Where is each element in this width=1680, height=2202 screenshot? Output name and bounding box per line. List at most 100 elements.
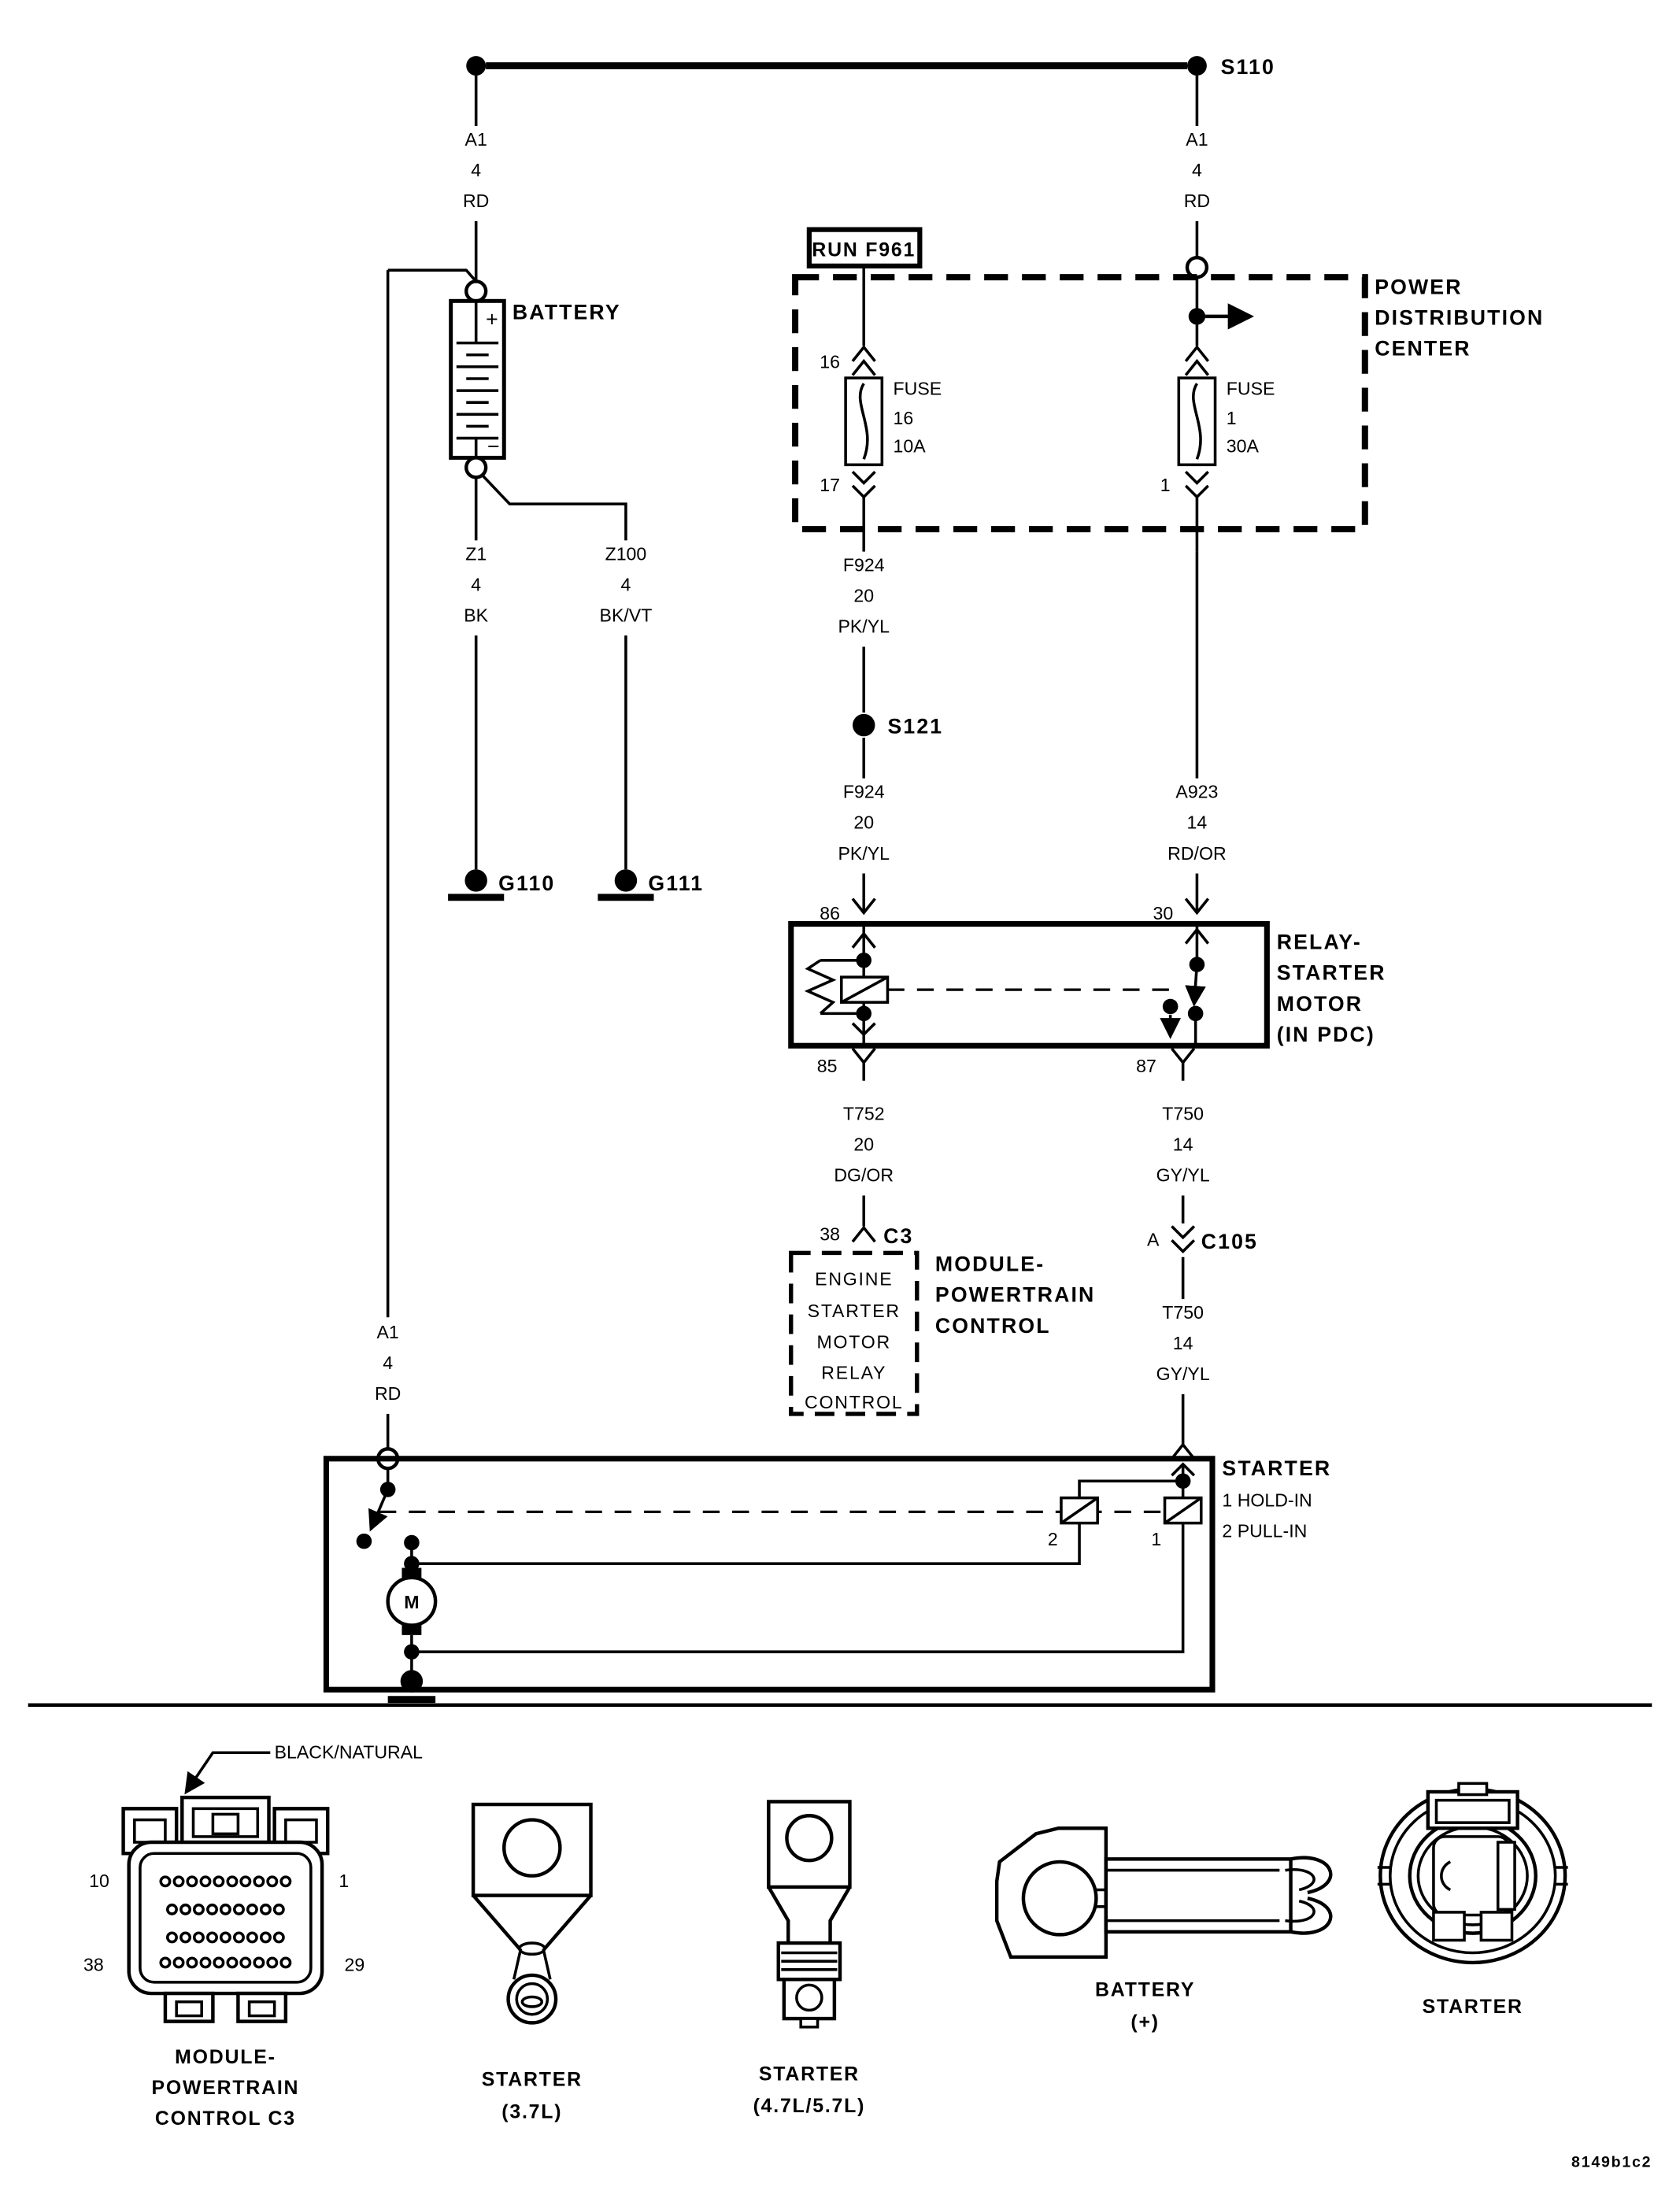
wire-t750-circuit: T750 — [1162, 1104, 1204, 1124]
fuse16-pin-out: 17 — [820, 475, 840, 495]
battery-plus-caption-line2: (+) — [1130, 2011, 1159, 2034]
module-powertrain-control: ENGINE STARTER MOTOR RELAY CONTROL MODUL… — [789, 1250, 1095, 1416]
battery-positive-terminal — [464, 279, 488, 303]
splice-s121-label: S121 — [887, 715, 943, 738]
wire-z1-gauge: 4 — [471, 574, 481, 594]
fuse16-rating: 10A — [894, 435, 927, 456]
relay-label-line1: RELAY- — [1277, 931, 1362, 954]
c3-caption-line3: CONTROL C3 — [155, 2108, 296, 2130]
starter-label: STARTER — [1222, 1456, 1331, 1480]
battery-feed-wire: A1 4 RD — [387, 76, 489, 283]
wire-a1-color: RD — [375, 1383, 401, 1404]
c3-pin-field — [159, 1875, 292, 1969]
wire-t752-circuit: T752 — [843, 1104, 885, 1124]
pcm-label-line2: POWERTRAIN — [935, 1283, 1095, 1307]
c3-caption-line1: MODULE- — [175, 2046, 276, 2068]
splice-bus-s110: S110 — [466, 55, 1275, 79]
wire-a1-circuit: A1 — [1186, 129, 1208, 150]
c3-pin-10: 10 — [89, 1871, 109, 1891]
starter-37-terminal-view: STARTER (3.7L) — [471, 1802, 593, 2122]
starter47-caption-line2: (4.7L/5.7L) — [753, 2095, 866, 2117]
relay-pin87-number: 87 — [1136, 1056, 1156, 1076]
wire-z100-color: BK/VT — [600, 605, 653, 625]
relay-output-pins: 85 87 — [817, 1047, 1196, 1081]
fuse1-pin-out: 1 — [1160, 475, 1171, 495]
starter-legend-1: 1 HOLD-IN — [1222, 1490, 1312, 1510]
wire-f924-gauge: 20 — [853, 812, 874, 833]
splice-dot-s121 — [853, 713, 875, 737]
c3-pin-1: 1 — [339, 1871, 349, 1891]
starter-assembly: STARTER 1 HOLD-IN 2 PULL-IN 2 1 M — [323, 1456, 1331, 1704]
pcm-box-line3: MOTOR — [817, 1331, 891, 1352]
battery-label: BATTERY — [513, 300, 621, 324]
ground-dot-g111 — [614, 869, 638, 892]
ground-g110-label: G110 — [498, 872, 555, 895]
c3-callout-text: BLACK/NATURAL — [275, 1741, 423, 1762]
wire-f924-color: PK/YL — [838, 843, 890, 864]
pcm-box-line2: STARTER — [808, 1301, 901, 1321]
wire-t750-gauge: 14 — [1173, 1134, 1193, 1155]
splice-s110-label: S110 — [1221, 55, 1275, 79]
wire-a1-gauge: 4 — [383, 1353, 393, 1373]
pcm-box-line4: RELAY — [821, 1362, 886, 1382]
relay-label-line4: (IN PDC) — [1277, 1023, 1375, 1046]
fuse-16-branch: 16 FUSE 16 10A 17 — [820, 265, 942, 552]
wire-z100-circuit: Z100 — [605, 543, 647, 564]
wire-z1-circuit: Z1 — [465, 543, 487, 564]
wire-t752-color: DG/OR — [834, 1165, 894, 1186]
wire-t750-run: T750 14 GY/YL A C105 T750 14 GY/YL — [1147, 1104, 1258, 1460]
battery-plus-caption-line1: BATTERY — [1095, 1979, 1195, 2001]
wire-f924-gauge: 20 — [853, 586, 874, 606]
wire-a923-gauge: 14 — [1187, 812, 1208, 833]
battery-minus-sign: − — [487, 435, 500, 458]
pdc-feed-wire: A1 4 RD — [1184, 76, 1210, 279]
starter-conn-caption: STARTER — [1423, 1996, 1523, 2018]
c3-pin-number: 38 — [820, 1223, 840, 1244]
starter-connector-view: STARTER — [1377, 1782, 1568, 2018]
relay-label-line2: STARTER — [1277, 961, 1386, 985]
battery-to-starter-wire: A1 4 RD — [375, 270, 401, 1471]
relay-pin30-number: 30 — [1153, 903, 1173, 923]
wire-t752-gauge: 20 — [853, 1134, 874, 1155]
wire-a1-circuit: A1 — [377, 1322, 399, 1342]
coil-1-number: 1 — [1151, 1529, 1161, 1549]
splice-dot — [466, 56, 487, 76]
wire-a923-circuit: A923 — [1175, 782, 1218, 802]
ground-leg-z1: Z1 4 BK G110 — [448, 477, 555, 901]
wire-a923-color: RD/OR — [1167, 843, 1226, 864]
pdc-label-line1: POWER — [1375, 275, 1462, 298]
relay-switch-arm — [1185, 964, 1206, 1007]
pcm-box-line1: ENGINE — [815, 1268, 893, 1289]
fuse1-rating: 30A — [1227, 435, 1260, 456]
wire-a1-color: RD — [1184, 191, 1210, 211]
battery-plus-terminal-view: BATTERY (+) — [994, 1826, 1333, 2034]
c3-pin-29: 29 — [345, 1955, 365, 1975]
c105-pin-letter: A — [1147, 1230, 1160, 1250]
c3-pin-38: 38 — [83, 1955, 104, 1975]
wire-f924-circuit: F924 — [843, 554, 885, 575]
pdc-label-line3: CENTER — [1375, 337, 1471, 361]
power-distribution-center: RUN F961 POWER DISTRIBUTION CENTER 16 FU… — [792, 227, 1544, 552]
wire-t750-gauge: 14 — [1173, 1333, 1193, 1353]
starter-motor-symbol: M — [386, 1534, 438, 1704]
pdc-label-line2: DISTRIBUTION — [1375, 306, 1544, 330]
wire-t750-color: GY/YL — [1156, 1364, 1210, 1384]
fuse1-number: 1 — [1227, 408, 1237, 428]
wire-f924-color: PK/YL — [838, 616, 890, 637]
pcm-label-line3: CONTROL — [935, 1314, 1051, 1338]
starter47-caption-line1: STARTER — [759, 2063, 860, 2085]
ground-dot-g110 — [464, 869, 487, 892]
wire-a1-gauge: 4 — [471, 160, 481, 180]
run-fuse-tag: RUN F961 — [812, 239, 916, 261]
c105-connector-label: C105 — [1201, 1230, 1258, 1253]
wire-z1-color: BK — [464, 605, 488, 625]
coil-2-number: 2 — [1048, 1529, 1058, 1549]
c3-connector-view: BLACK/NATURAL 10 1 38 29 MODULE- POWERTR… — [83, 1741, 423, 2130]
starter-contact-arm — [368, 1489, 390, 1532]
motor-m-label: M — [404, 1592, 419, 1612]
ground-g111-label: G111 — [648, 872, 704, 895]
wire-t750-color: GY/YL — [1156, 1165, 1210, 1186]
wire-a1-gauge: 4 — [1192, 160, 1202, 180]
